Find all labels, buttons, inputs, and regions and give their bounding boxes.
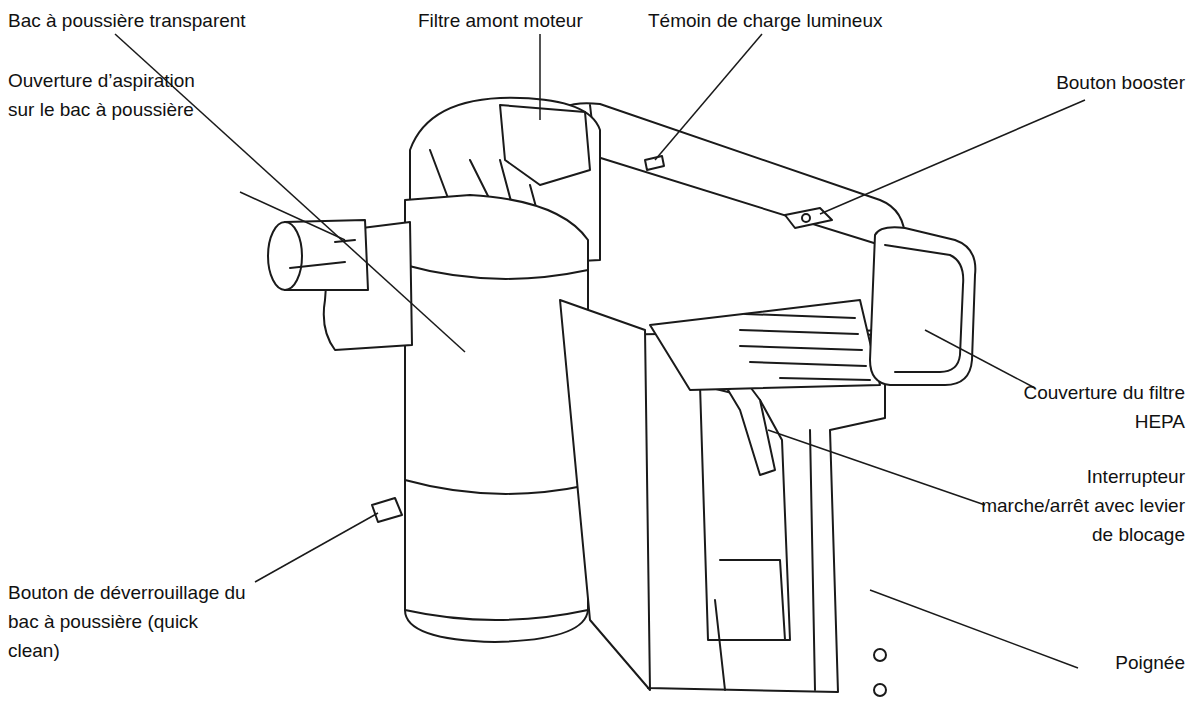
dust-bin: [405, 195, 588, 642]
handle-screw: [874, 649, 886, 661]
handle-screw: [874, 684, 886, 696]
leader-lines: [115, 34, 1085, 668]
vent-slot: [780, 378, 870, 380]
dust-bin-band: [405, 265, 588, 620]
vent-slot: [745, 314, 855, 318]
charge-led: [645, 156, 664, 170]
booster-button-dot: [802, 214, 810, 222]
leader-line: [820, 100, 1085, 214]
part-label: Filtre amont moteur: [418, 6, 648, 35]
hepa-cover: [870, 227, 975, 385]
part-label: Interrupteur marche/arrêt avec levier de…: [975, 462, 1185, 549]
vent-slot: [750, 362, 866, 366]
booster-button: [785, 208, 832, 228]
leader-line: [870, 590, 1078, 668]
leader-line: [240, 192, 345, 240]
part-label: Bouton booster: [1000, 68, 1185, 97]
leader-line: [255, 513, 378, 582]
vent-panel: [650, 300, 880, 390]
part-label: Poignée: [1085, 648, 1185, 677]
vent-slot: [740, 346, 862, 350]
handle-grip-edge: [810, 430, 815, 690]
leader-line: [768, 430, 985, 505]
leader-line: [539, 34, 541, 120]
vent-slots: [740, 314, 870, 380]
leader-line: [655, 34, 762, 160]
leader-line: [925, 330, 1035, 388]
part-label: Témoin de charge lumineux: [648, 6, 928, 35]
motor-top-band: [575, 105, 890, 248]
pre-motor-filter: [500, 105, 590, 185]
inlet-mouth: [268, 222, 302, 290]
hepa-cover-inner: [885, 245, 963, 372]
vacuum-body: [268, 98, 975, 696]
part-label: Couverture du filtre HEPA: [1015, 378, 1185, 436]
release-button: [372, 498, 402, 522]
part-label: Bac à poussière transparent: [8, 6, 308, 35]
vent-slot: [740, 330, 858, 334]
part-label: Ouverture d’aspiration sur le bac à pous…: [8, 66, 223, 124]
handle-stand: [715, 560, 785, 690]
part-label: Bouton de déverrouillage du bac à poussi…: [8, 578, 253, 665]
motor-joint: [560, 300, 650, 690]
trigger-switch: [728, 380, 775, 475]
